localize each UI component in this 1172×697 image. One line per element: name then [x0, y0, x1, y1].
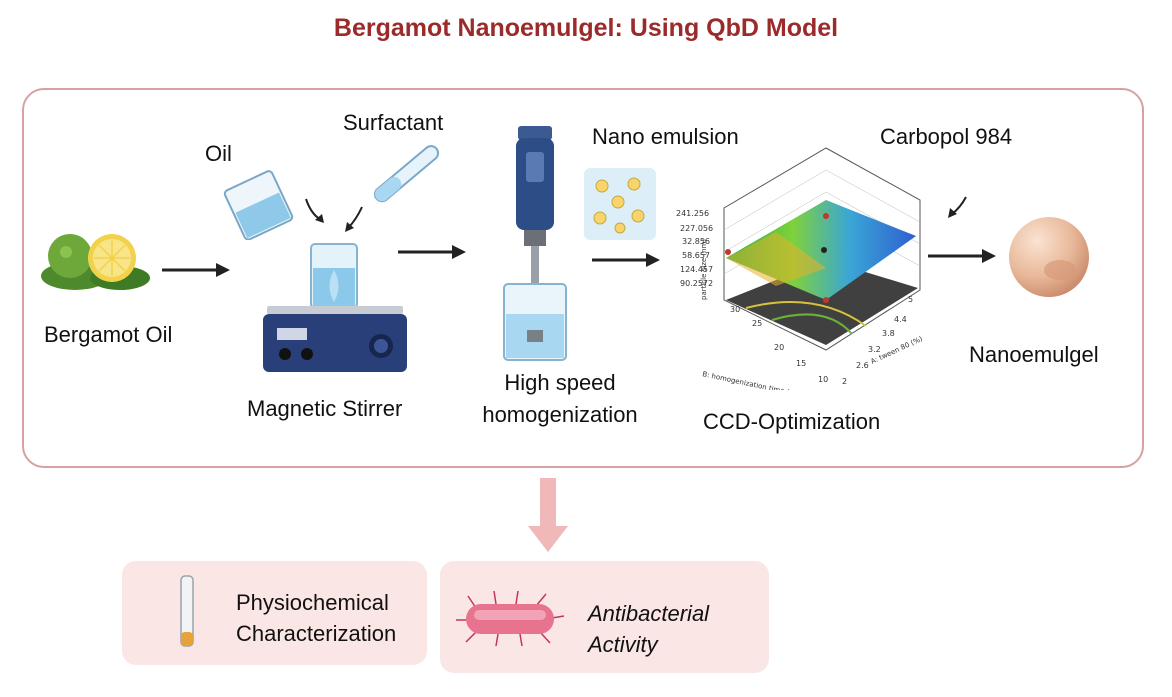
- pour-arrow-icon-2: [345, 206, 363, 232]
- y-tick: 2: [842, 377, 847, 386]
- ccd-optimization-label: CCD-Optimization: [703, 409, 881, 434]
- arrow-right-icon-3: [592, 253, 660, 267]
- z-tick: 241.256: [676, 209, 709, 218]
- physiochemical-text: Physiochemical Characterization: [236, 587, 396, 649]
- process-panel: [22, 88, 1144, 468]
- y-tick: 3.2: [868, 345, 881, 354]
- carbopol-label: Carbopol 984: [880, 124, 1013, 149]
- down-arrow-icon: [528, 478, 568, 552]
- y-tick: 2.6: [856, 361, 869, 370]
- carbopol-arrow-icon: [948, 196, 967, 218]
- homogenization-word: homogenization: [482, 402, 638, 427]
- surfactant-label: Surfactant: [343, 110, 444, 135]
- x-tick: 20: [774, 343, 784, 352]
- bergamot-oil-label: Bergamot Oil: [44, 322, 173, 347]
- y-tick: 4.4: [894, 315, 907, 324]
- nanoemulgel-label: Nanoemulgel: [969, 342, 1099, 367]
- x-tick: 25: [752, 319, 762, 328]
- physio-line-1: Physiochemical: [236, 590, 389, 615]
- antibacterial-text: Antibacterial Activity: [588, 598, 709, 660]
- homogenizer-icon: [503, 126, 567, 361]
- y-tick: 5: [908, 295, 913, 304]
- page-title: Bergamot Nanoemulgel: Using QbD Model: [333, 14, 839, 42]
- bergamot-fruit-icon: [41, 234, 150, 290]
- z-tick: 58.657: [682, 251, 710, 260]
- nanoemulgel-sphere-icon: [1009, 217, 1089, 297]
- y-tick: 3.8: [882, 329, 895, 338]
- physio-line-2: Characterization: [236, 621, 397, 646]
- x-tick: 15: [796, 359, 806, 368]
- bacterium-icon: [456, 590, 565, 647]
- antibac-line-2: Activity: [588, 632, 658, 657]
- z-axis-ticks: 241.256 227.056 32.856 58.657 124.457 90…: [676, 209, 713, 288]
- magnetic-stirrer-icon: [263, 243, 407, 372]
- x-tick: 10: [818, 375, 828, 384]
- arrow-right-icon-4: [928, 249, 996, 263]
- pour-arrow-icon: [305, 198, 324, 223]
- antibac-line-1: Antibacterial: [588, 601, 710, 626]
- z-axis-label: particle size (nm): [700, 239, 708, 300]
- x-axis-label: B: homogenization time (mins): [702, 370, 810, 390]
- test-tube-icon: [374, 145, 440, 203]
- response-surface-plot: 241.256 227.056 32.856 58.657 124.457 90…: [676, 147, 924, 390]
- arrow-right-icon: [162, 263, 230, 277]
- z-tick: 124.457: [680, 265, 713, 274]
- magnetic-stirrer-label: Magnetic Stirrer: [247, 396, 403, 421]
- z-tick: 90.2572: [680, 279, 713, 288]
- nano-emulsion-label: Nano emulsion: [592, 124, 739, 149]
- homogenization-label: High speed homogenization: [460, 367, 660, 431]
- vial-icon: [180, 575, 194, 647]
- physiochemical-box: [122, 561, 427, 665]
- high-speed-label: High speed: [504, 370, 616, 395]
- arrow-right-icon-2: [398, 245, 466, 259]
- pouring-beaker-icon: [223, 170, 294, 240]
- x-axis-ticks: 30 25 20 15 10: [730, 305, 828, 384]
- x-tick: 30: [730, 305, 740, 314]
- z-tick: 227.056: [680, 224, 713, 233]
- nano-emulsion-icon: [584, 168, 656, 240]
- oil-label: Oil: [205, 141, 232, 166]
- z-tick: 32.856: [682, 237, 710, 246]
- y-axis-ticks: 5 4.4 3.8 3.2 2.6 2: [842, 295, 913, 386]
